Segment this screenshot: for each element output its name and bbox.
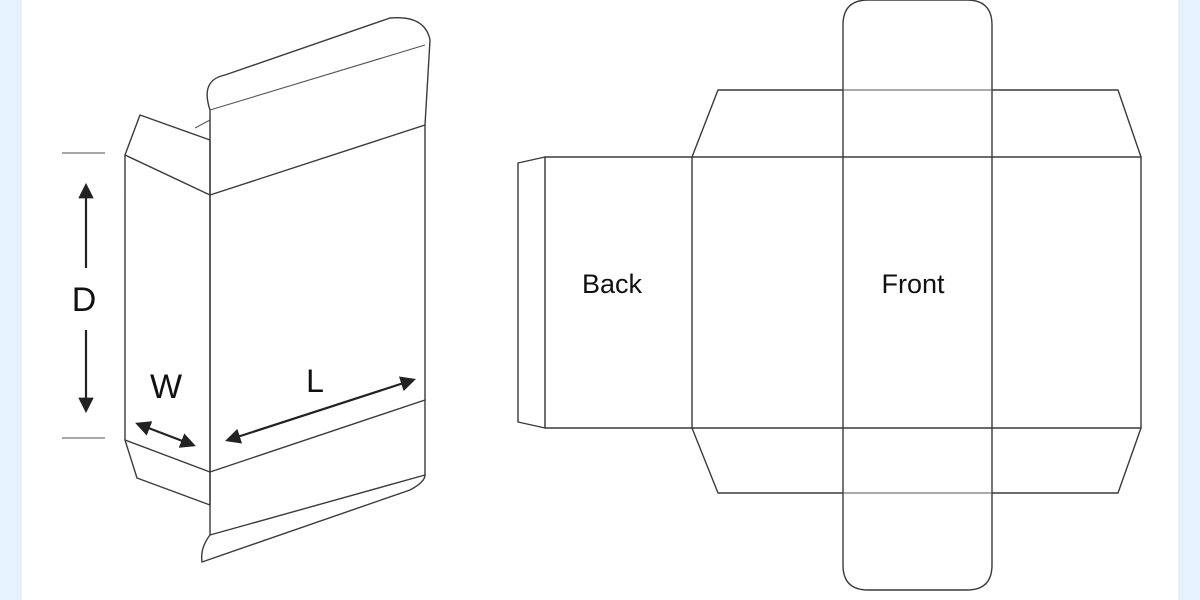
depth-label: D — [72, 281, 97, 319]
back-panel-label: Back — [582, 269, 643, 299]
box-bottom-panel — [209, 399, 426, 536]
folded-box-illustration: D W L — [62, 16, 431, 563]
box-side-panel — [124, 154, 211, 473]
bottom-dust-flap-right — [991, 427, 1142, 494]
top-tuck-flap — [842, 0, 993, 158]
box-front-panel — [209, 124, 426, 473]
diagram-canvas — [22, 0, 1178, 600]
length-label: L — [306, 363, 324, 399]
bottom-dust-flap-left — [691, 427, 844, 494]
bottom-tuck-flap — [842, 427, 993, 591]
box-top-tuck-flap — [206, 16, 431, 196]
box-side-bottom-flap — [124, 439, 211, 506]
front-panel-label: Front — [881, 269, 945, 299]
top-dust-flap-left — [691, 89, 844, 158]
flat-dieline: Back Front — [517, 0, 1142, 591]
top-dust-flap-right — [991, 89, 1142, 158]
width-label: W — [150, 368, 182, 406]
width-arrow — [135, 421, 196, 448]
glue-flap — [517, 156, 546, 429]
box-bottom-tuck-flap — [200, 474, 426, 563]
length-arrow — [225, 376, 416, 444]
